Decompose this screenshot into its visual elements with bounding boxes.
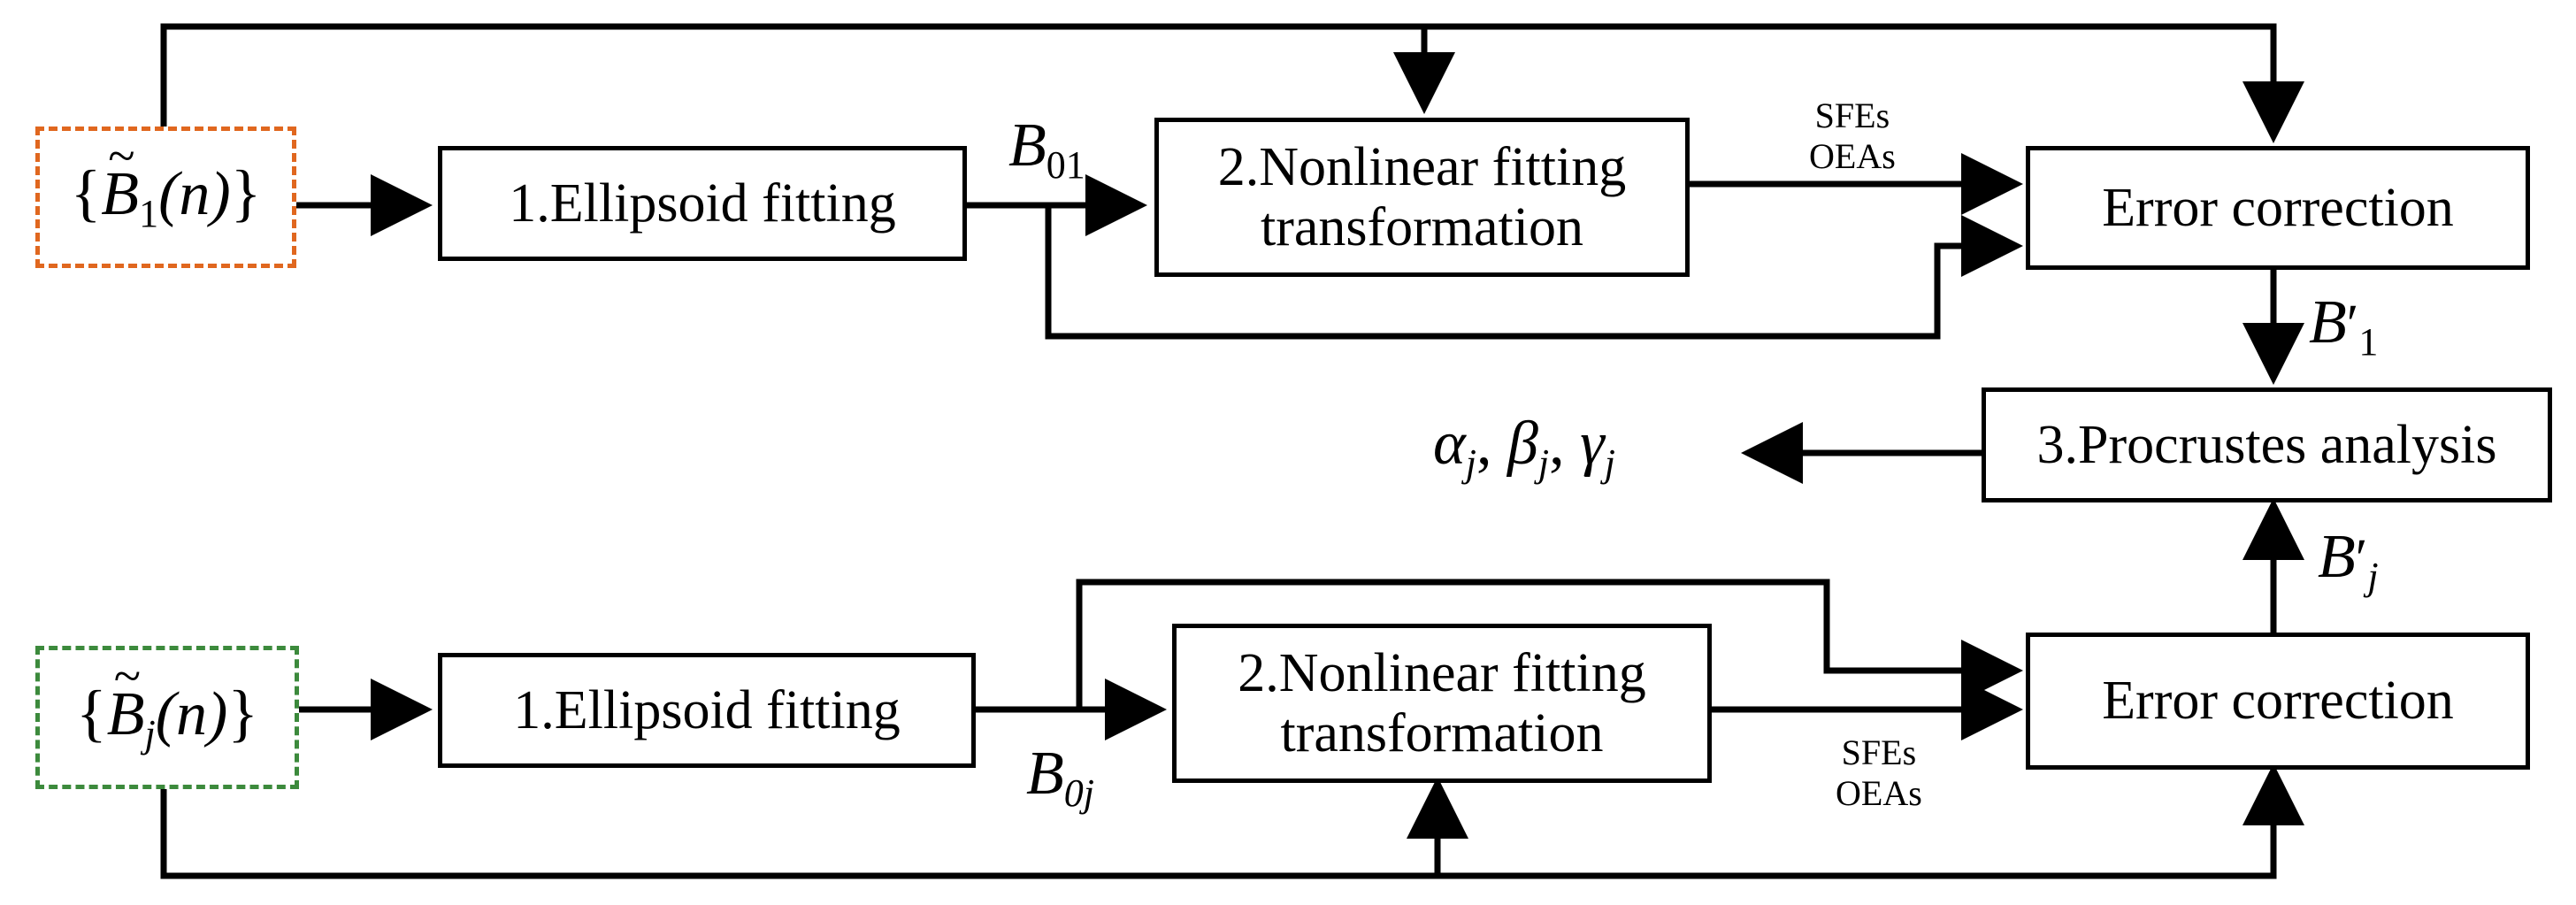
wire-bottom-feed-under [160, 763, 2304, 879]
b01-symbol: B [1008, 111, 1046, 180]
sfes-oeas-label-bottom: SFEs OEAs [1836, 732, 1922, 814]
brace-close: } [230, 157, 262, 229]
error-correction-label: Error correction [2102, 177, 2454, 238]
b0j-symbol: B [1026, 740, 1064, 808]
b1-prime-symbol: B [2309, 288, 2347, 357]
brace-open: { [70, 157, 102, 229]
brace-close: } [227, 678, 258, 749]
bj-prime-symbol: B [2318, 523, 2356, 591]
b0j-subscript: 0j [1063, 771, 1094, 815]
ellipsoid-fitting-label: 1.Ellipsoid fitting [513, 679, 901, 740]
oeas-label: OEAs [1809, 136, 1896, 176]
input-subscript: j [144, 712, 156, 756]
sfes-label: SFEs [1841, 732, 1917, 772]
bj-prime-mark: ′ [2355, 529, 2368, 589]
output-angles-label: αj, βj, γj [1433, 409, 1615, 486]
input-argument: (n) [158, 160, 231, 229]
wire-top-feed-over [160, 23, 2304, 143]
input-subscript: 1 [139, 192, 159, 236]
nonlinear-fitting-label-line2: transformation [1260, 197, 1583, 257]
procrustes-analysis-box: 3.Procrustes analysis [1982, 387, 2552, 502]
alpha-subscript: j [1465, 441, 1476, 485]
error-correction-box-bottom: Error correction [2026, 633, 2530, 770]
b1-prime-mark: ′ [2346, 295, 2359, 355]
bj-prime-subscript: j [2367, 555, 2379, 598]
brace-open: { [76, 678, 107, 749]
nonlinear-fitting-label-line2: transformation [1280, 703, 1604, 763]
error-correction-label: Error correction [2102, 671, 2454, 732]
ellipsoid-fitting-label: 1.Ellipsoid fitting [509, 173, 896, 234]
bj-prime-label: B′j [2318, 522, 2379, 599]
separator: , [1476, 410, 1492, 478]
sfes-label: SFEs [1814, 96, 1890, 135]
nonlinear-fitting-label-line1: 2.Nonlinear fitting [1217, 136, 1627, 197]
nonlinear-fitting-box-top: 2.Nonlinear fitting transformation [1154, 118, 1690, 277]
wire-bottom-b0-bypass [1076, 579, 2023, 709]
input-node-top: {B1(n)} [35, 127, 296, 268]
gamma-subscript: j [1604, 441, 1615, 485]
procrustes-analysis-label: 3.Procrustes analysis [2036, 414, 2497, 475]
input-argument: (n) [155, 680, 228, 749]
error-correction-box-top: Error correction [2026, 146, 2530, 270]
input-symbol: B [107, 650, 145, 748]
nonlinear-fitting-label-line1: 2.Nonlinear fitting [1238, 642, 1646, 703]
sfes-oeas-label-top: SFEs OEAs [1809, 96, 1896, 177]
input-symbol: B [101, 130, 139, 228]
gamma-symbol: γ [1580, 410, 1605, 478]
b0j-label: B0j [1026, 739, 1094, 816]
nonlinear-fitting-box-bottom: 2.Nonlinear fitting transformation [1172, 624, 1712, 783]
wire-top-b0-bypass [1045, 205, 2023, 340]
beta-symbol: β [1506, 410, 1538, 478]
input-node-bottom: {Bj(n)} [35, 646, 299, 789]
ellipsoid-fitting-box-bottom: 1.Ellipsoid fitting [438, 653, 976, 768]
b01-label: B01 [1008, 111, 1085, 188]
oeas-label: OEAs [1836, 773, 1922, 813]
separator: , [1549, 410, 1565, 478]
b1-prime-subscript: 1 [2358, 320, 2379, 364]
alpha-symbol: α [1433, 410, 1466, 478]
beta-subscript: j [1537, 441, 1550, 485]
ellipsoid-fitting-box-top: 1.Ellipsoid fitting [438, 146, 967, 261]
b1-prime-label: B′1 [2309, 288, 2378, 364]
b01-subscript: 01 [1046, 143, 1085, 187]
